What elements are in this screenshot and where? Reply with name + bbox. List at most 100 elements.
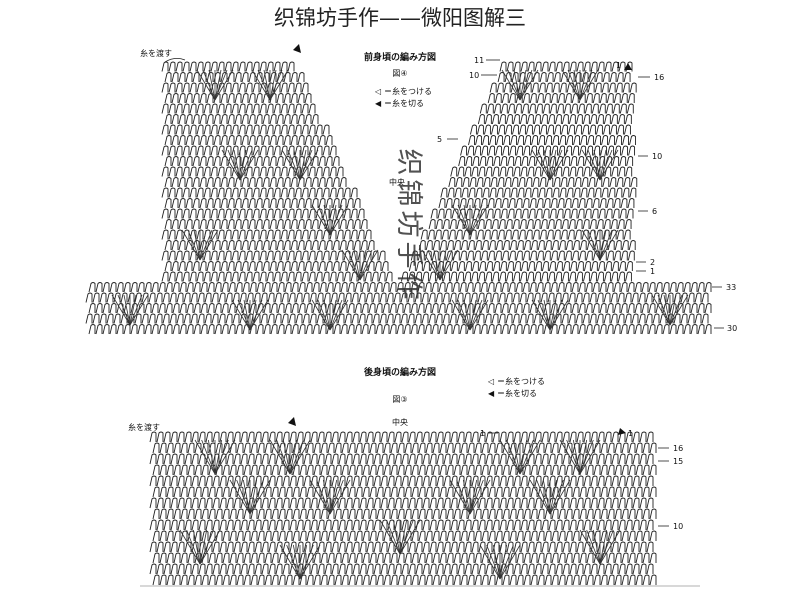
chain-stitch bbox=[280, 61, 288, 72]
chain-stitch bbox=[169, 313, 177, 324]
chain-stitch bbox=[234, 135, 242, 146]
fan-stitch bbox=[433, 249, 441, 281]
chain-stitch bbox=[595, 229, 603, 240]
chain-stitch bbox=[450, 475, 458, 487]
chain-stitch bbox=[488, 574, 496, 586]
chain-stitch bbox=[587, 82, 595, 93]
chain-stitch bbox=[194, 464, 202, 476]
chain-stitch bbox=[486, 156, 494, 167]
chain-stitch bbox=[255, 240, 263, 251]
chain-stitch bbox=[152, 442, 160, 454]
chain-stitch bbox=[196, 124, 204, 135]
chain-stitch bbox=[241, 219, 249, 230]
front-thread-pass-label: 糸を渡す bbox=[140, 48, 172, 58]
chain-stitch bbox=[628, 240, 636, 251]
fan-stitch bbox=[237, 299, 251, 331]
chain-stitch bbox=[161, 250, 169, 261]
chain-stitch bbox=[261, 475, 269, 487]
chain-stitch bbox=[639, 431, 647, 443]
chain-stitch bbox=[496, 187, 504, 198]
chain-stitch bbox=[460, 464, 468, 476]
chain-stitch bbox=[516, 552, 524, 564]
chain-stitch bbox=[549, 208, 557, 219]
fan-stitch bbox=[486, 544, 501, 580]
chain-stitch bbox=[457, 475, 465, 487]
chain-stitch bbox=[457, 519, 465, 531]
chain-stitch bbox=[320, 530, 328, 542]
chain-stitch bbox=[178, 177, 186, 188]
chain-stitch bbox=[182, 82, 190, 93]
chain-stitch bbox=[238, 271, 246, 282]
chain-stitch bbox=[238, 250, 246, 261]
chain-stitch bbox=[516, 486, 524, 498]
chain-stitch bbox=[184, 431, 192, 443]
chain-stitch bbox=[438, 324, 446, 335]
chain-stitch bbox=[238, 61, 246, 72]
chain-stitch bbox=[243, 574, 251, 586]
chain-stitch bbox=[631, 313, 639, 324]
chain-stitch bbox=[538, 135, 545, 146]
chain-stitch bbox=[191, 563, 199, 575]
chain-stitch bbox=[366, 497, 374, 509]
chain-stitch bbox=[542, 103, 550, 114]
fan-stitch bbox=[323, 299, 331, 331]
chain-stitch bbox=[534, 261, 542, 272]
chain-stitch bbox=[478, 519, 486, 531]
chain-stitch bbox=[278, 442, 286, 454]
chain-stitch bbox=[204, 313, 212, 324]
chain-stitch bbox=[175, 61, 183, 72]
chain-stitch bbox=[266, 61, 274, 72]
chain-stitch bbox=[585, 324, 593, 335]
chain-stitch bbox=[579, 574, 587, 586]
chain-stitch bbox=[509, 574, 517, 586]
chain-stitch bbox=[457, 541, 465, 553]
chain-stitch bbox=[345, 519, 353, 531]
chain-stitch bbox=[317, 519, 325, 531]
chain-stitch bbox=[219, 563, 227, 575]
chain-stitch bbox=[175, 250, 183, 261]
chain-stitch bbox=[134, 313, 142, 324]
chain-stitch bbox=[641, 282, 649, 293]
chain-stitch bbox=[639, 475, 647, 487]
chain-stitch bbox=[287, 187, 295, 198]
chain-stitch bbox=[555, 166, 563, 177]
chain-stitch bbox=[212, 519, 220, 531]
chain-stitch bbox=[294, 208, 302, 219]
chain-stitch bbox=[524, 135, 531, 146]
chain-stitch bbox=[308, 229, 316, 240]
chain-stitch bbox=[329, 250, 337, 261]
chain-stitch bbox=[432, 464, 440, 476]
chain-stitch bbox=[506, 475, 514, 487]
chain-stitch bbox=[401, 497, 409, 509]
fan-stitch bbox=[129, 294, 143, 326]
chain-stitch bbox=[512, 114, 520, 125]
chain-stitch bbox=[269, 114, 277, 125]
fan-stitch bbox=[199, 229, 207, 261]
chain-stitch bbox=[287, 103, 295, 114]
chain-stitch bbox=[464, 519, 472, 531]
chain-stitch bbox=[310, 541, 318, 553]
chain-stitch bbox=[358, 292, 366, 303]
fan-stitch bbox=[214, 439, 229, 475]
chain-stitch bbox=[252, 187, 260, 198]
chain-stitch bbox=[565, 486, 573, 498]
chain-stitch bbox=[613, 93, 621, 104]
chain-stitch bbox=[572, 145, 580, 156]
chain-stitch bbox=[655, 324, 663, 335]
chain-stitch bbox=[257, 530, 265, 542]
chain-stitch bbox=[164, 135, 172, 146]
chain-stitch bbox=[471, 431, 479, 443]
fan-stitch bbox=[439, 249, 453, 281]
chain-stitch bbox=[494, 250, 502, 261]
chain-stitch bbox=[551, 464, 559, 476]
chain-stitch bbox=[554, 219, 562, 230]
chain-stitch bbox=[459, 198, 467, 209]
chain-stitch bbox=[563, 103, 571, 114]
chain-stitch bbox=[422, 475, 430, 487]
chain-stitch bbox=[232, 292, 240, 303]
chain-stitch bbox=[526, 313, 534, 324]
chain-stitch bbox=[648, 324, 656, 335]
chain-stitch bbox=[559, 135, 566, 146]
chain-stitch bbox=[587, 187, 595, 198]
chain-stitch bbox=[464, 166, 472, 177]
